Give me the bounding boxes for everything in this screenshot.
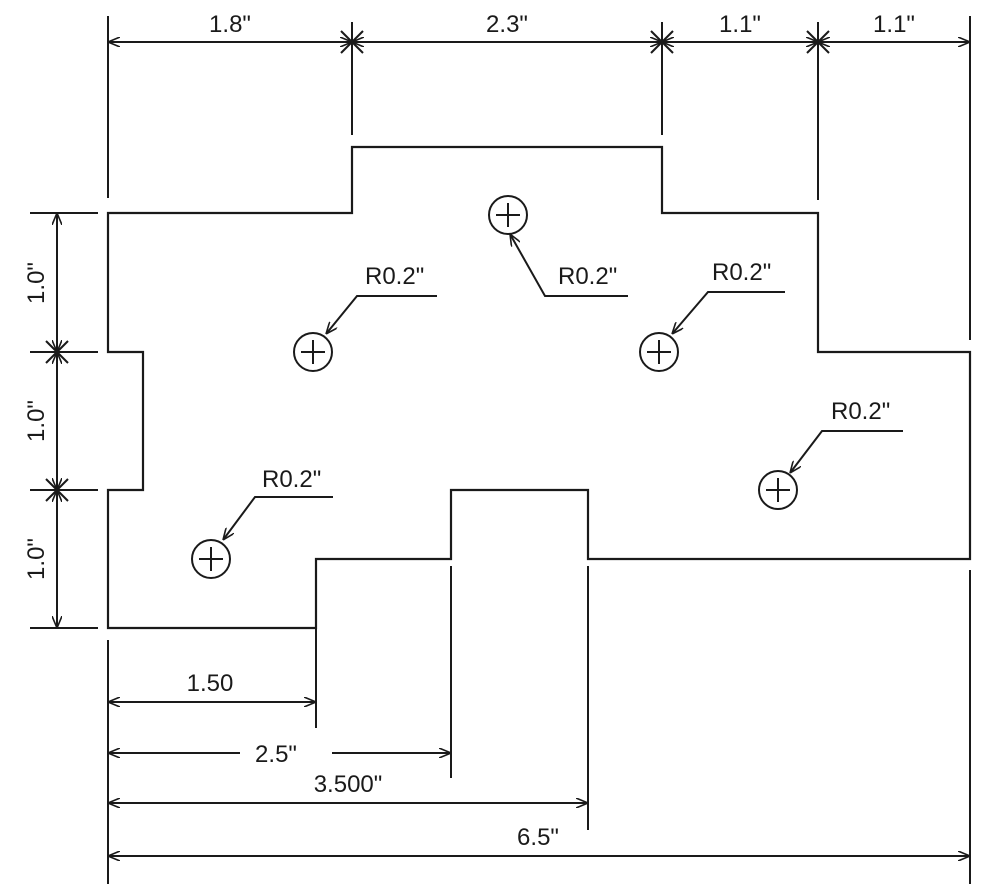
dim-label-top-3: 1.1" (719, 11, 761, 38)
hole-label-right-lower: R0.2" (831, 398, 890, 425)
bottom-extension-lines (107, 566, 971, 884)
hole-label-right-upper: R0.2" (712, 259, 771, 286)
hole-label-top-center: R0.2" (558, 263, 617, 290)
bottom-dimension-lines (108, 702, 970, 856)
hole-right-upper (639, 291, 785, 372)
dim-label-top-1: 1.8" (209, 11, 251, 38)
left-dimension-line (45, 213, 69, 628)
dim-label-overall-width: 6.5" (517, 824, 559, 851)
dim-label-left-2: 1.0" (23, 400, 50, 442)
dim-label-3-500: 3.500" (314, 771, 383, 798)
dim-label-left-1: 1.0" (23, 262, 50, 304)
dim-label-top-2: 2.3" (486, 11, 528, 38)
hole-left-upper (293, 295, 437, 372)
dim-label-left-3: 1.0" (23, 538, 50, 580)
hole-label-left-upper: R0.2" (365, 263, 424, 290)
top-dimension-line (108, 30, 970, 54)
top-extension-lines (107, 16, 971, 340)
hole-label-left-lower: R0.2" (262, 466, 321, 493)
dim-label-top-4: 1.1" (873, 11, 915, 38)
hole-right-lower (758, 430, 903, 510)
left-extension-lines (30, 212, 98, 629)
dim-label-1-50: 1.50 (187, 670, 234, 697)
hole-top-center (488, 195, 628, 297)
part-outline (106, 145, 972, 630)
dim-label-2-5: 2.5" (255, 741, 297, 768)
hole-left-lower (191, 496, 333, 579)
